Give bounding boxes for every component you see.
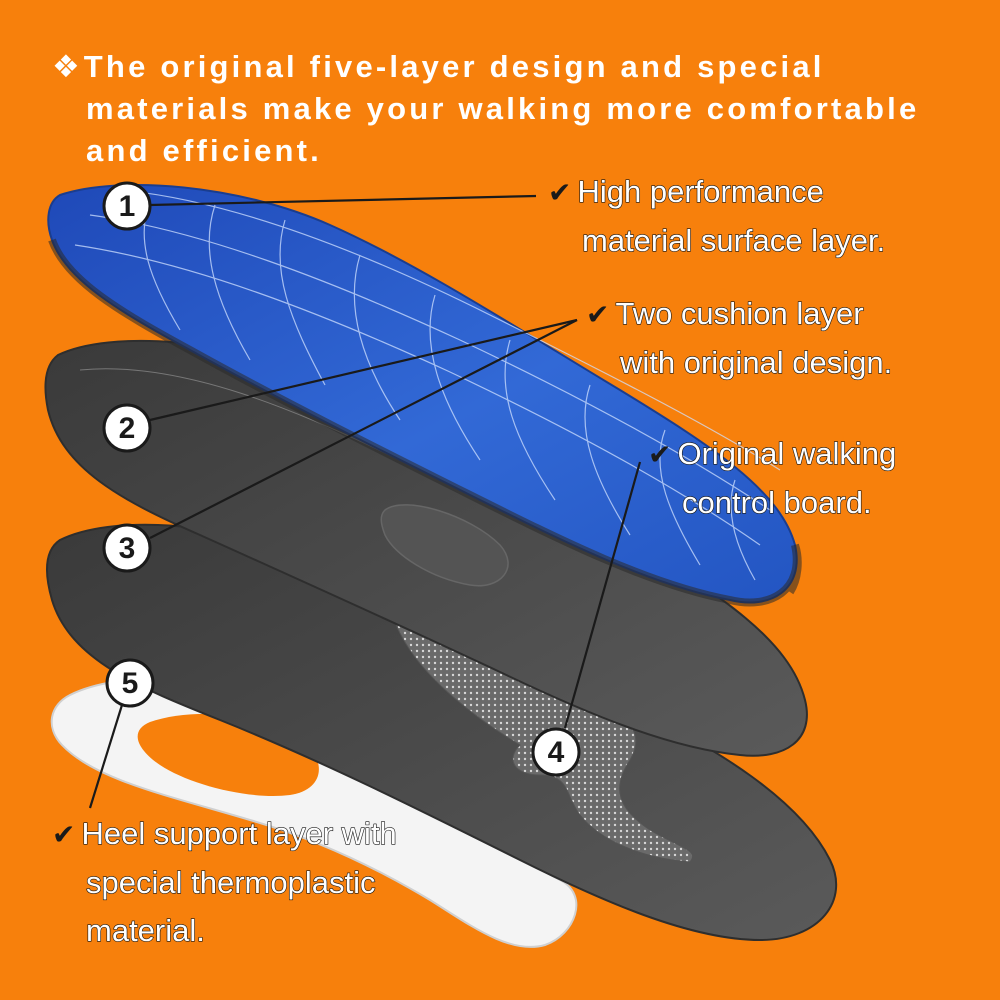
checkmark-icon: ✔: [548, 177, 572, 208]
checkmark-icon: ✔: [52, 819, 76, 850]
badge-2: 2: [102, 403, 152, 453]
leader-lines: [88, 194, 642, 809]
checkmark-icon: ✔: [648, 439, 672, 470]
headline-line-1: The original five-layer design and speci…: [83, 49, 825, 84]
headline-line-3: and efficient.: [86, 133, 322, 168]
callout-text: High performance: [577, 173, 825, 209]
diamond-bullet-icon: ❖: [52, 49, 80, 84]
callout-text: Two cushion layer: [615, 295, 864, 331]
badge-3: 3: [102, 523, 152, 573]
headline-line-2: materials make your walking more comfort…: [86, 91, 920, 126]
svg-text:5: 5: [122, 667, 139, 700]
callout-text: control board.: [681, 484, 872, 520]
callout-text: with original design.: [619, 344, 893, 380]
callout-surface-layer: ✔High performance material surface layer…: [548, 168, 886, 265]
callout-text: material.: [85, 912, 205, 948]
surface-layer: [47, 184, 802, 607]
badge-5: 5: [105, 658, 155, 708]
callout-cushion-layer: ✔Two cushion layer with original design.: [586, 290, 893, 387]
callout-text: Original walking: [677, 435, 897, 471]
svg-text:2: 2: [119, 412, 136, 445]
svg-text:3: 3: [119, 532, 136, 565]
callout-heel-support: ✔Heel support layer with special thermop…: [52, 810, 397, 955]
checkmark-icon: ✔: [586, 299, 610, 330]
callout-text: special thermoplastic: [85, 864, 376, 900]
callout-text: Heel support layer with: [81, 815, 398, 851]
badge-4: 4: [531, 727, 581, 777]
headline: ❖The original five-layer design and spec…: [52, 46, 972, 172]
badge-1: 1: [102, 181, 152, 231]
svg-text:1: 1: [119, 190, 136, 223]
callout-control-board: ✔Original walking control board.: [648, 430, 897, 527]
callout-text: material surface layer.: [581, 222, 886, 258]
svg-text:4: 4: [548, 736, 565, 769]
